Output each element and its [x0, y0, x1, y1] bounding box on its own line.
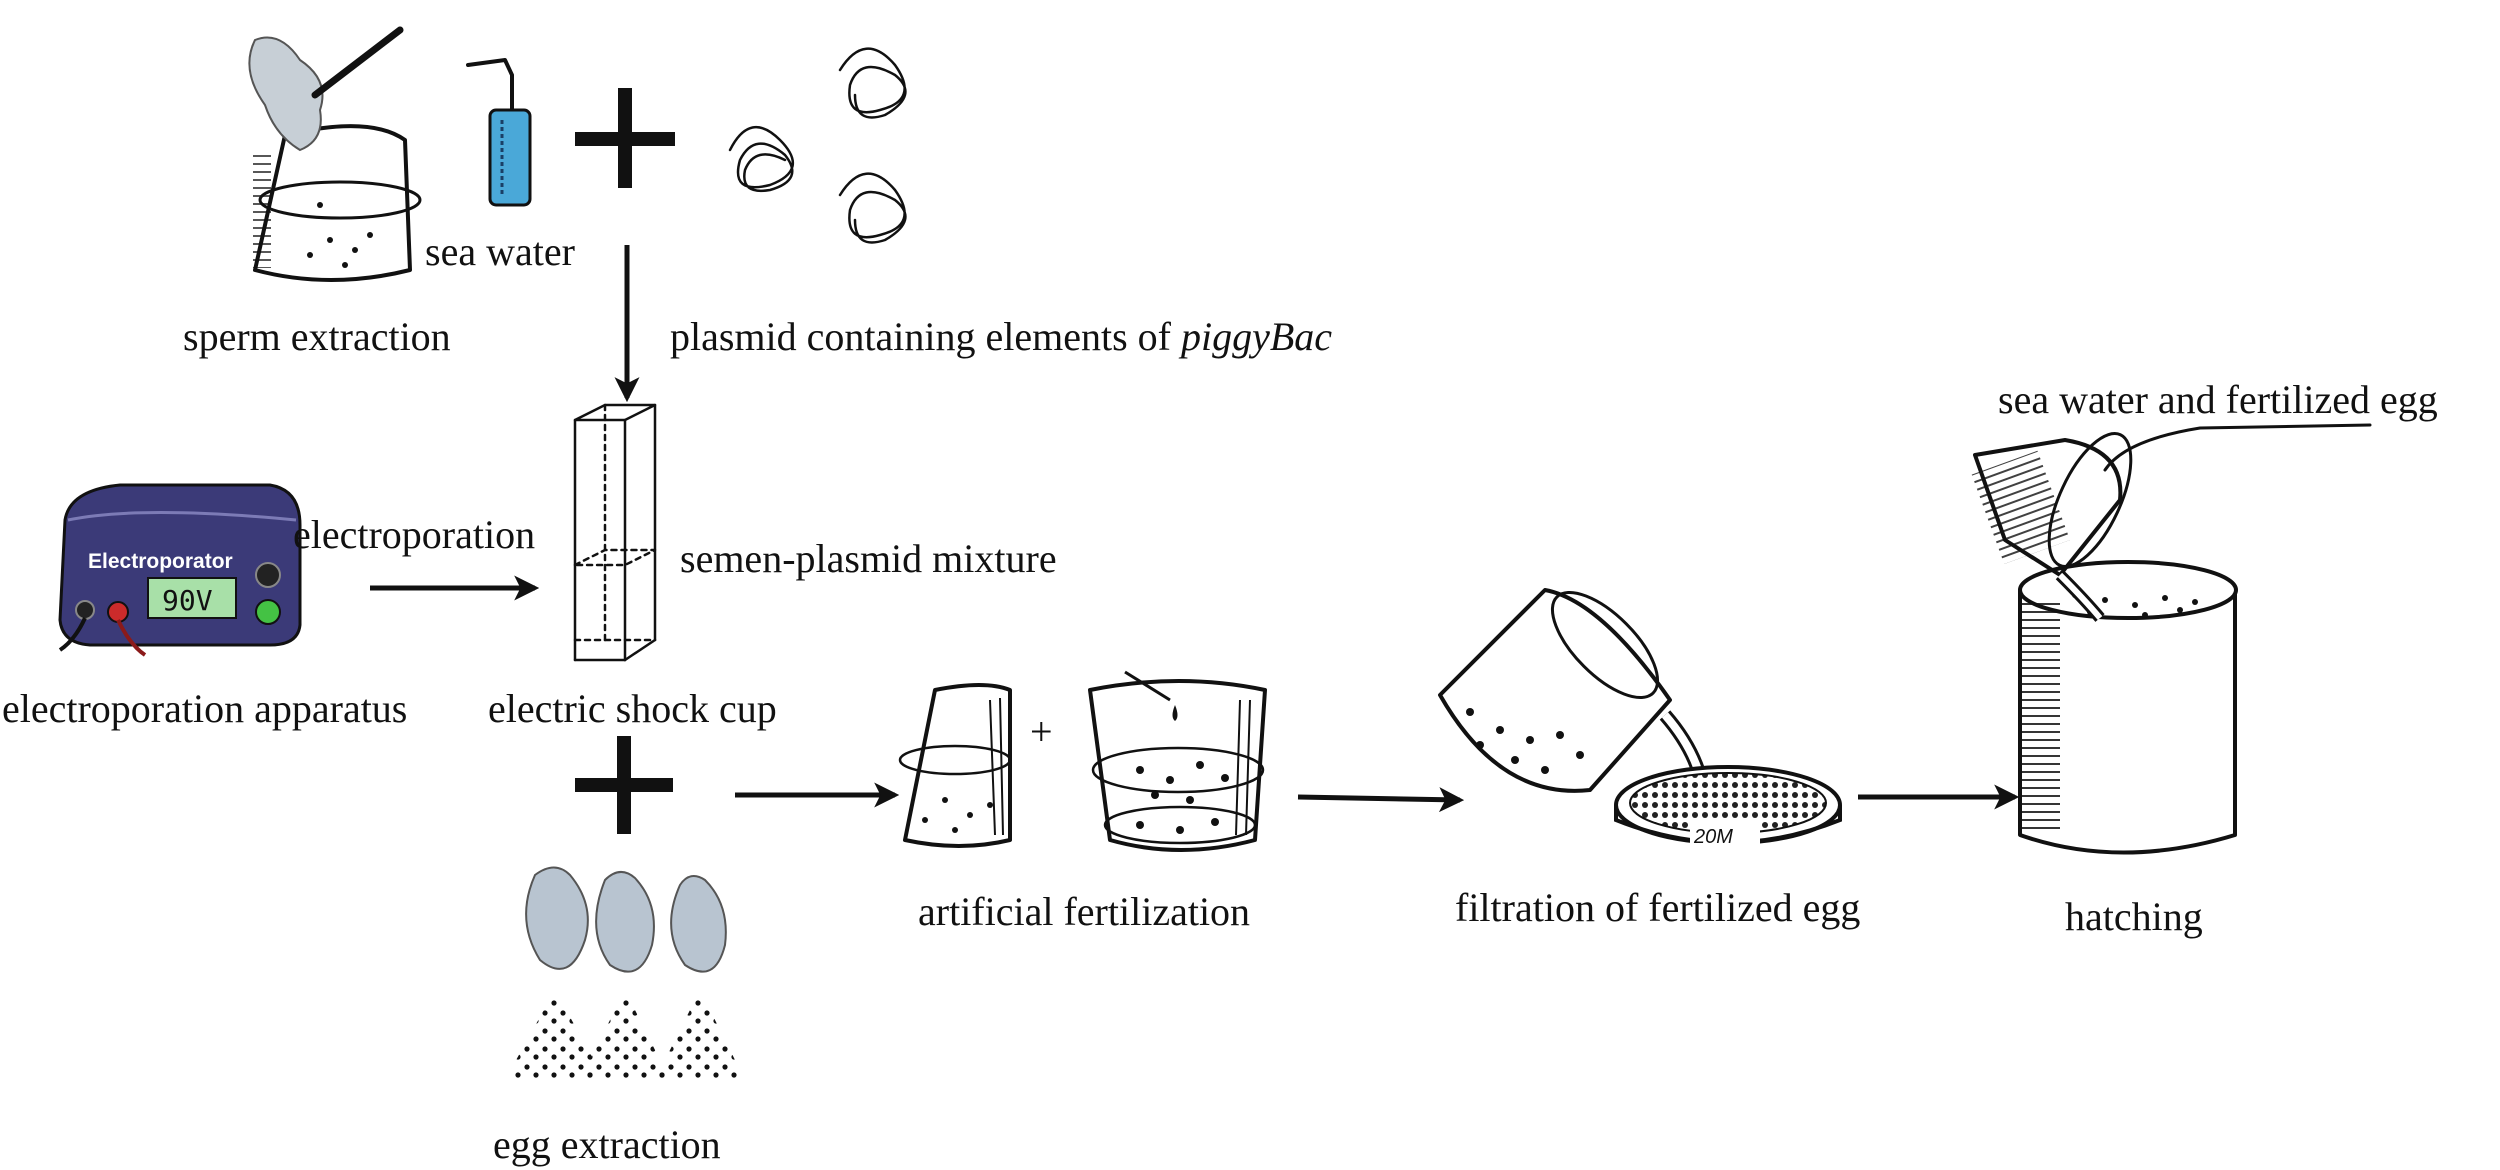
fertilization-beaker-right-icon — [1088, 670, 1267, 852]
arrow-to-filtration — [1297, 787, 1465, 813]
hatching-tank-icon — [2018, 560, 2238, 855]
device-display-text: 90V — [162, 584, 213, 617]
fertilization-beaker-left-icon — [898, 683, 1012, 848]
device-green-button — [255, 599, 281, 625]
electroporator-device-icon: Electroporator 90V — [58, 483, 302, 657]
label-leader-line — [2103, 423, 2372, 472]
sea-water-bottle-icon — [466, 58, 532, 207]
plus-small: + — [1030, 709, 1053, 754]
device-knob — [255, 562, 281, 588]
semen-plasmid-label: semen-plasmid mixture — [680, 536, 1057, 581]
filtration-label: filtration of fertilized egg — [1455, 885, 1860, 930]
artificial-fertilization-label: artificial fertilization — [918, 889, 1250, 934]
electroporation-apparatus-label: electroporation apparatus — [2, 686, 407, 731]
electric-shock-cup-label: electric shock cup — [488, 686, 777, 731]
sea-water-fertilized-label: sea water and fertilized egg — [1998, 377, 2438, 422]
plus-sign-middle — [575, 736, 673, 834]
electroporation-label: electroporation — [293, 512, 535, 557]
plasmid-icon — [728, 47, 907, 244]
sperm-extraction-label: sperm extraction — [183, 314, 451, 359]
pouring-beaker-icon — [1971, 432, 2133, 622]
sperm-extraction-beaker-icon — [248, 26, 422, 282]
filtration-icon: 20M — [1438, 588, 1842, 848]
plasmid-label: plasmid containing elements of piggyBac — [670, 314, 1332, 359]
sea-water-label: sea water — [425, 229, 575, 274]
plus-sign-top — [575, 88, 675, 188]
filter-mesh-mark: 20M — [1693, 826, 1733, 848]
egg-extraction-label: egg extraction — [493, 1122, 721, 1167]
egg-extraction-oysters-icon — [505, 866, 745, 1080]
electric-shock-cup-icon — [573, 403, 657, 662]
device-brand-text: Electroporator — [88, 550, 233, 573]
hatching-label: hatching — [2065, 894, 2203, 939]
